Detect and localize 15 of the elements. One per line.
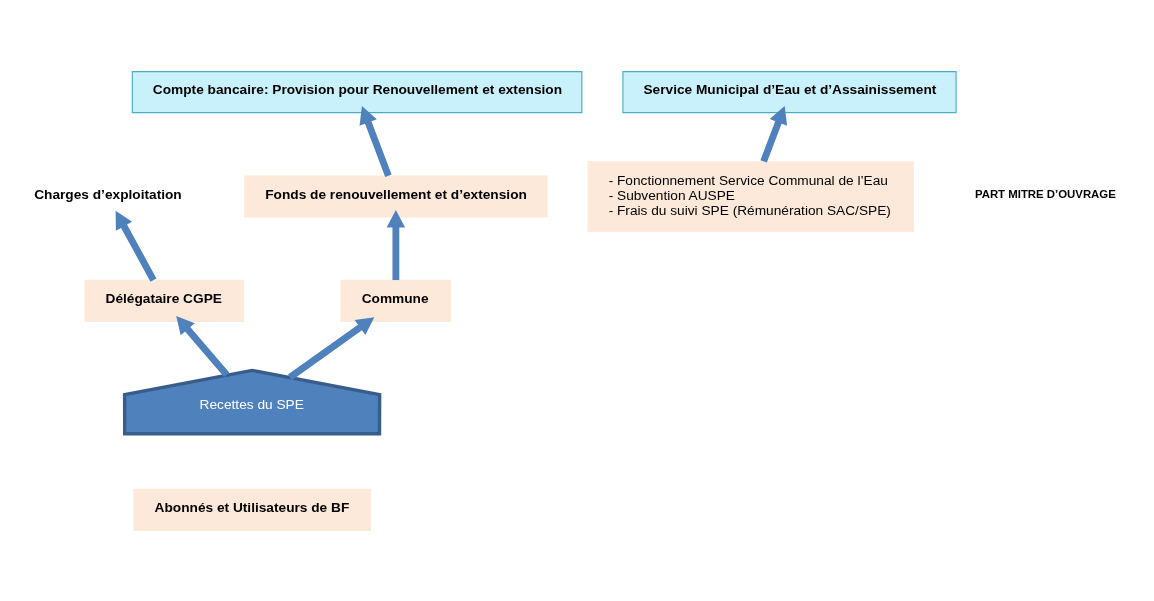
arrow — [359, 105, 392, 177]
node-box: Compte bancaire: Provision pour Renouvellement et extension — [131, 70, 583, 113]
arrow — [287, 316, 375, 380]
node-box: - Fonctionnement Service Communal de l’Eau - Subvention AUSPE - Frais du suivi SPE (Rémunération SAC/SPE) — [587, 160, 914, 232]
label: PART MITRE D’OUVRAGE — [974, 187, 1116, 200]
arrow — [176, 315, 230, 377]
node-box: Abonnés et Utilisateurs de BF — [133, 488, 371, 531]
arrow — [115, 210, 157, 282]
arrow — [760, 105, 788, 163]
node-box: Commune — [340, 279, 452, 322]
node-text: Charges d’exploitation — [34, 186, 182, 202]
node-box: Service Municipal d’Eau et d’Assainissement — [622, 70, 957, 113]
node-box: Délégataire CGPE — [84, 279, 245, 322]
node-box: Fonds de renouvellement et d’extension — [244, 174, 548, 218]
arrow — [386, 209, 406, 280]
